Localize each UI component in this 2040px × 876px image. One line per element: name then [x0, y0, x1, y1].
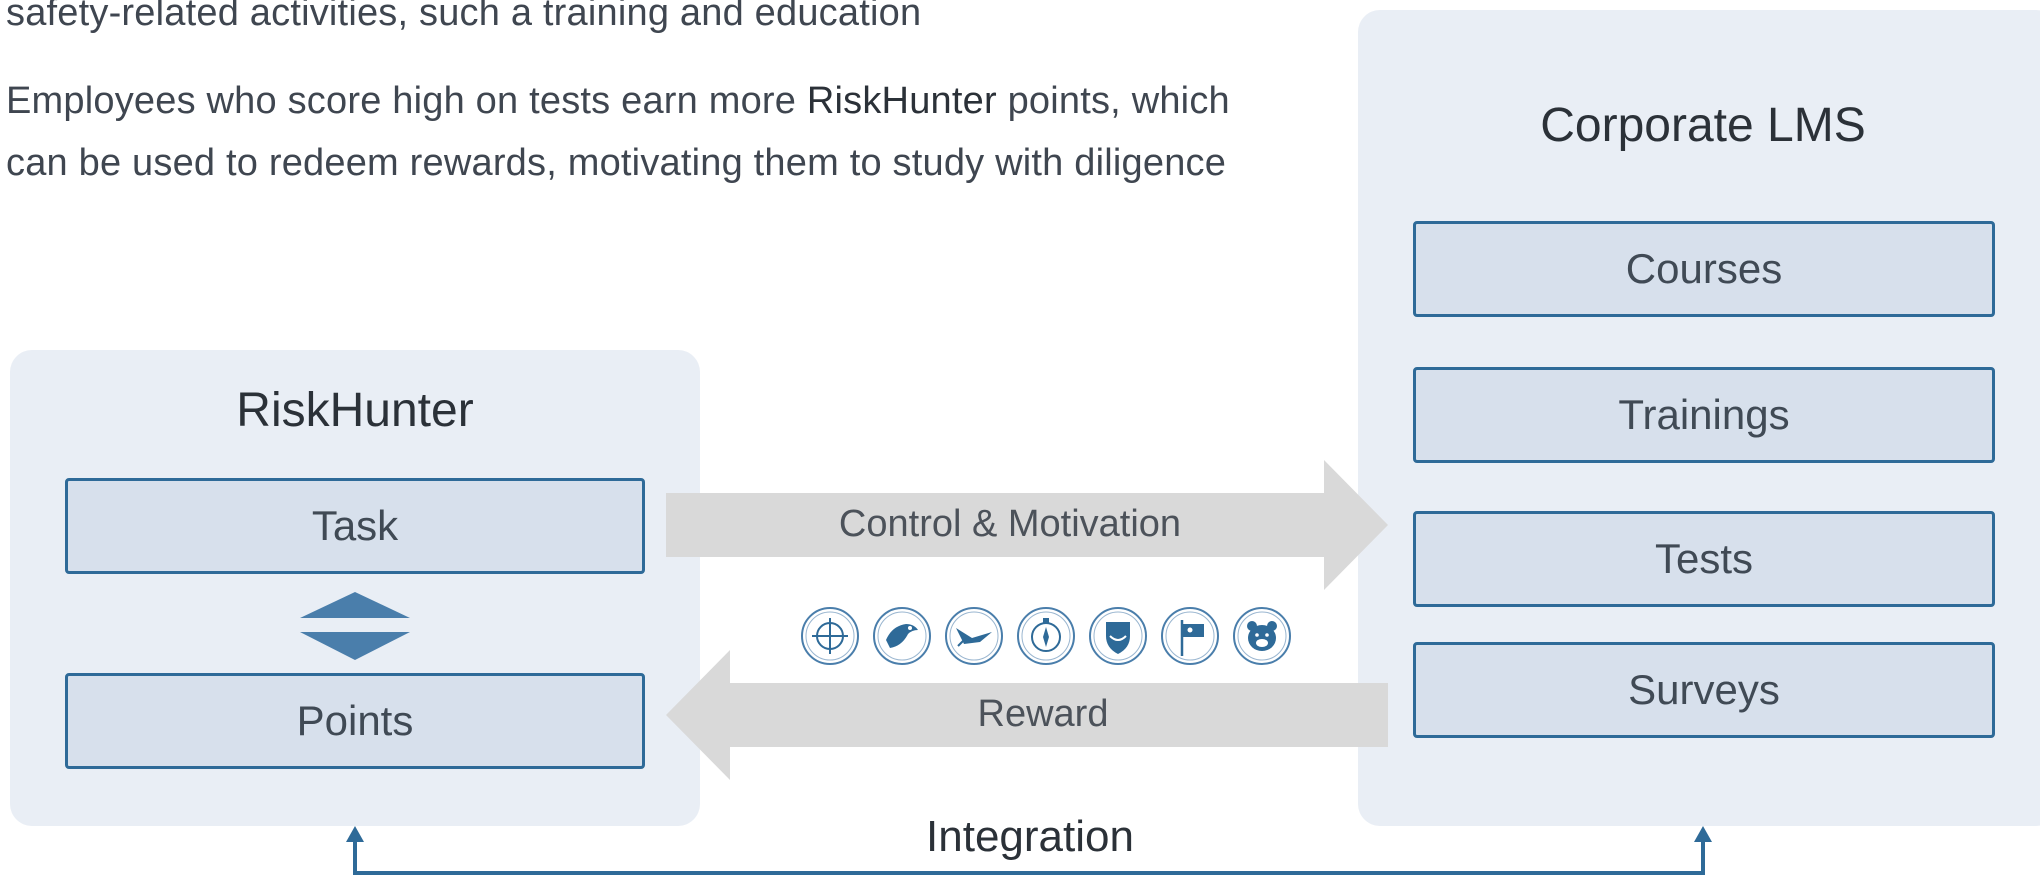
- intro-text-pre: Employees who score high on tests earn m…: [6, 80, 807, 122]
- bidirectional-arrow-icon: [300, 592, 410, 660]
- bear-badge-icon: [1233, 607, 1291, 665]
- eagle-badge-icon: [873, 607, 931, 665]
- crosshair-badge-icon: [801, 607, 859, 665]
- intro-text-post: points, which: [996, 80, 1230, 122]
- control-motivation-arrow: [666, 460, 1388, 590]
- reward-arrow: [666, 650, 1388, 780]
- task-box: Task: [65, 478, 645, 574]
- reward-badges: [800, 606, 1292, 666]
- intro-text-line1: safety-related activities, such a traini…: [6, 0, 922, 34]
- intro-paragraph: Employees who score high on tests earn m…: [6, 70, 1230, 194]
- intro-brand: RiskHunter: [806, 80, 997, 122]
- corporate-lms-title: Corporate LMS: [1540, 99, 1866, 152]
- courses-box: Courses: [1413, 221, 1995, 317]
- flag-badge-icon: [1161, 607, 1219, 665]
- riskhunter-title: RiskHunter: [236, 384, 474, 437]
- surveys-box: Surveys: [1413, 642, 1995, 738]
- compass-badge-icon: [1017, 607, 1075, 665]
- shield-badge-icon: [1089, 607, 1147, 665]
- intro-text-line2: can be used to redeem rewards, motivatin…: [6, 142, 1227, 184]
- reward-label: Reward: [977, 693, 1109, 735]
- trainings-box: Trainings: [1413, 367, 1995, 463]
- points-box: Points: [65, 673, 645, 769]
- control-motivation-label: Control & Motivation: [838, 503, 1182, 545]
- bird-badge-icon: [945, 607, 1003, 665]
- integration-label: Integration: [926, 812, 1134, 861]
- tests-box: Tests: [1413, 511, 1995, 607]
